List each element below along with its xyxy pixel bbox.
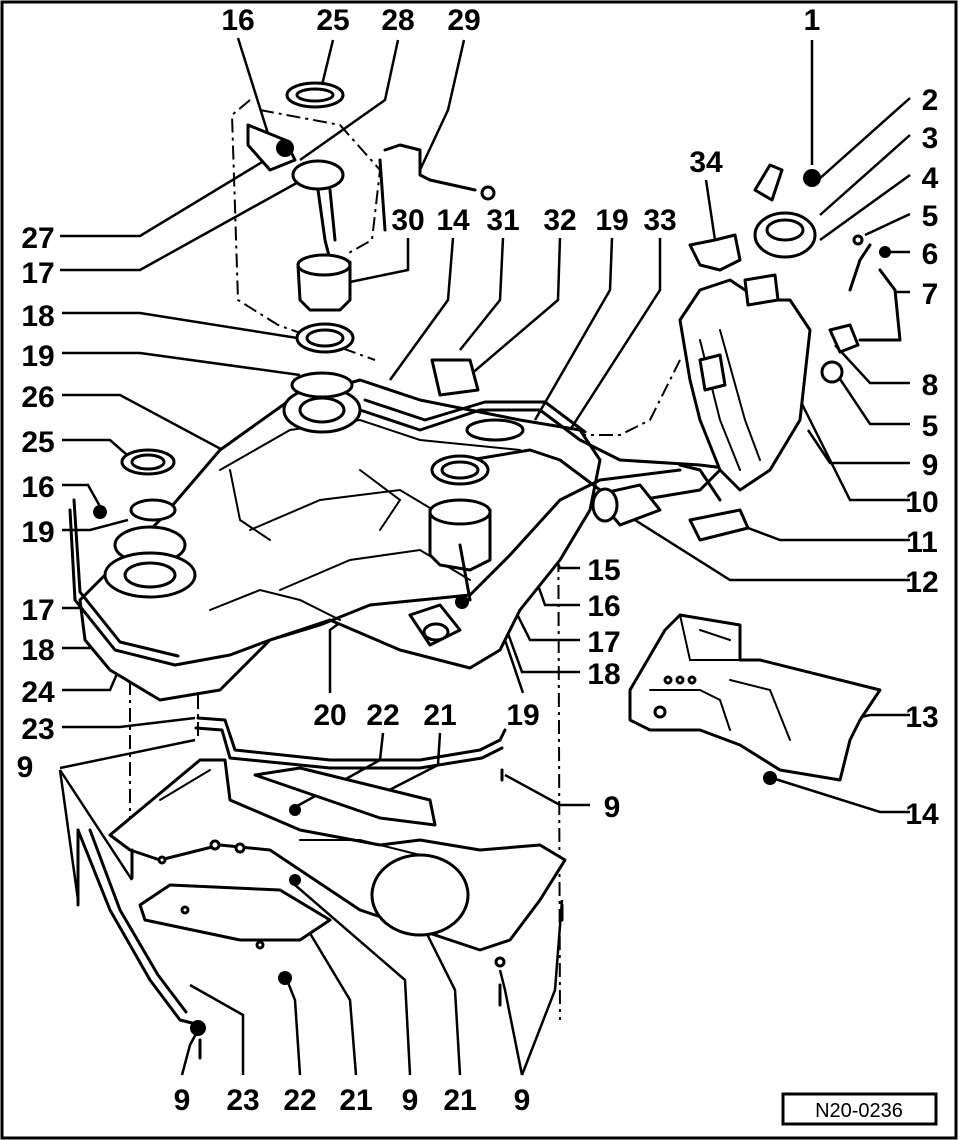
callout: 9 xyxy=(514,1084,531,1117)
callout: 14 xyxy=(905,798,939,831)
callout: 11 xyxy=(906,526,938,559)
callout: 16 xyxy=(221,4,254,37)
callout: 19 xyxy=(595,204,628,237)
heat-shield xyxy=(628,613,882,785)
callout: 21 xyxy=(339,1084,372,1117)
callout: 31 xyxy=(486,204,519,237)
callout: 19 xyxy=(506,699,539,732)
callout: 24 xyxy=(21,676,55,709)
callout: 25 xyxy=(316,4,349,37)
tank-fittings xyxy=(93,358,525,609)
callout: 17 xyxy=(587,626,620,659)
callout: 13 xyxy=(905,701,938,734)
callout: 9 xyxy=(402,1084,419,1117)
callout: 7 xyxy=(922,278,939,311)
sender-unit xyxy=(246,81,496,354)
callout-labels: 16 25 28 29 1 2 3 4 5 6 7 34 27 17 30 14… xyxy=(17,4,939,1117)
callout: 10 xyxy=(905,486,938,519)
callout: 26 xyxy=(21,381,54,414)
callout: 21 xyxy=(443,1084,476,1117)
callout: 16 xyxy=(21,471,54,504)
callout: 25 xyxy=(21,426,54,459)
figure-code: N20-0236 xyxy=(815,1100,903,1122)
callout: 15 xyxy=(587,554,620,587)
callout: 9 xyxy=(174,1084,191,1117)
callout: 18 xyxy=(587,658,620,691)
callout: 27 xyxy=(21,222,54,255)
callout: 22 xyxy=(366,699,399,732)
callout: 17 xyxy=(21,594,54,627)
callout: 4 xyxy=(922,162,939,195)
callout: 1 xyxy=(804,4,821,37)
callout: 2 xyxy=(922,84,939,117)
callout: 5 xyxy=(922,410,939,443)
callout: 18 xyxy=(21,634,54,667)
callout: 8 xyxy=(922,369,939,402)
figure-code-box: N20-0236 xyxy=(781,1092,938,1126)
callout: 12 xyxy=(905,566,938,599)
callout: 19 xyxy=(21,516,54,549)
callout: 19 xyxy=(21,340,54,373)
callout: 32 xyxy=(543,204,576,237)
callout: 18 xyxy=(21,300,54,333)
fuel-filter xyxy=(591,463,750,542)
tank-strap-and-shields xyxy=(76,716,567,1060)
callout: 17 xyxy=(21,257,54,290)
callout: 5 xyxy=(922,200,939,233)
callout: 23 xyxy=(21,713,54,746)
callout: 23 xyxy=(226,1084,259,1117)
callout: 9 xyxy=(17,751,34,784)
callout: 30 xyxy=(391,204,424,237)
callout: 9 xyxy=(604,791,621,824)
callout: 22 xyxy=(283,1084,316,1117)
callout: 6 xyxy=(922,238,939,271)
callout: 3 xyxy=(922,122,939,155)
callout: 20 xyxy=(313,699,346,732)
callout: 33 xyxy=(643,204,676,237)
callout: 29 xyxy=(447,4,480,37)
callout: 9 xyxy=(922,449,939,482)
callout: 28 xyxy=(381,4,414,37)
callout: 16 xyxy=(587,590,620,623)
callout: 14 xyxy=(436,204,470,237)
filler-neck xyxy=(678,163,902,492)
callout: 21 xyxy=(423,699,456,732)
callout: 34 xyxy=(689,146,723,179)
